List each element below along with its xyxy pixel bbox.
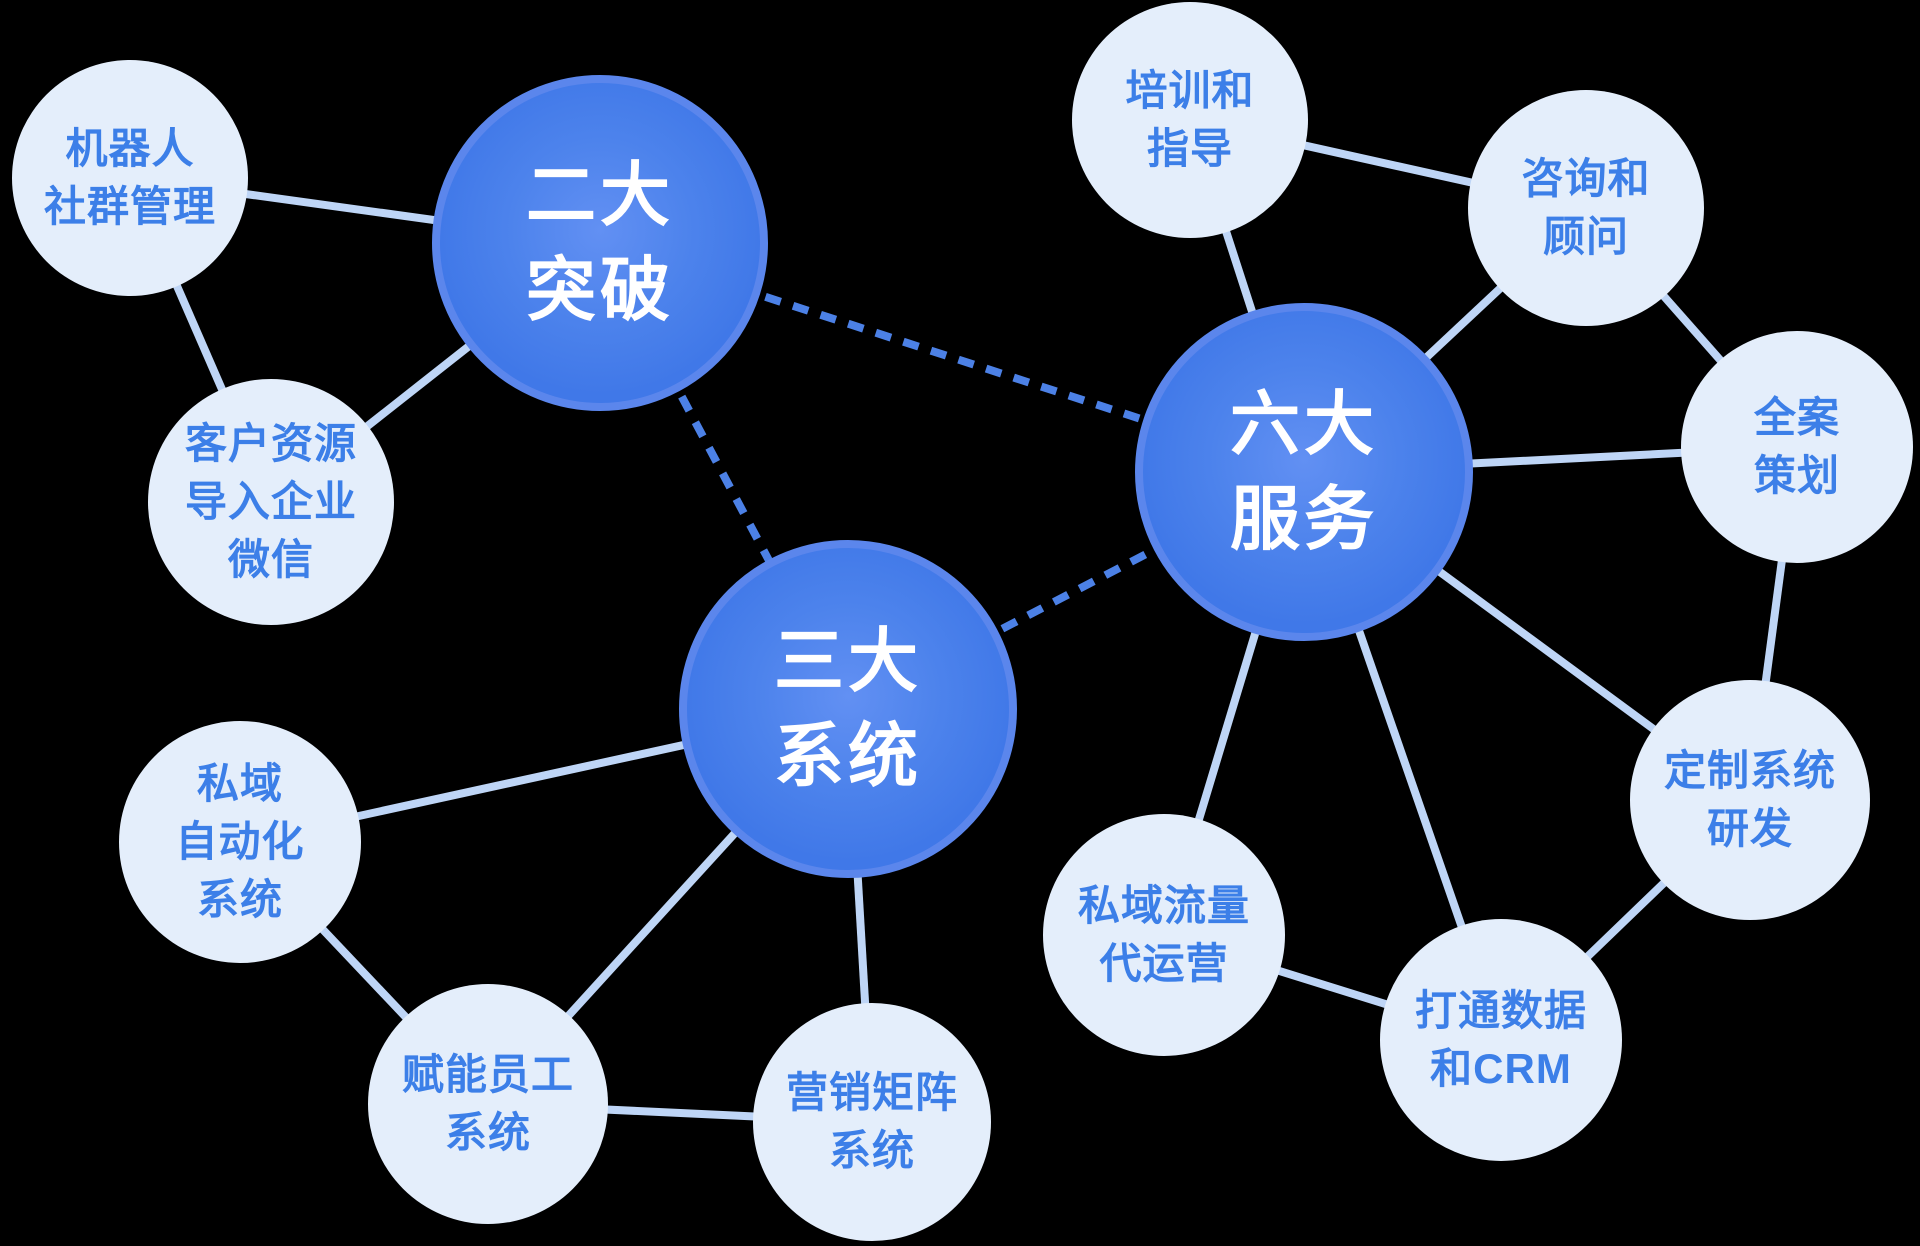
node-label-line: 顾问 — [1542, 213, 1629, 260]
node-label-line: 六大 — [1230, 384, 1378, 463]
node-private-operation: 私域流量代运营 — [1043, 814, 1285, 1056]
node-label-line: 自动化 — [175, 818, 305, 866]
node-label-line: 导入企业 — [184, 478, 357, 526]
node-label-line: 服务 — [1230, 480, 1378, 558]
node-label-line: 咨询和 — [1521, 155, 1651, 203]
node-label-line: 和CRM — [1430, 1045, 1572, 1092]
node-label-line: 微信 — [227, 535, 314, 583]
node-marketing-matrix: 营销矩阵系统 — [753, 1003, 991, 1241]
node-label-line: 客户资源 — [184, 420, 357, 468]
node-label-line: 策划 — [1753, 452, 1840, 499]
node-label-line: 培训和 — [1125, 67, 1255, 115]
node-training-guidance: 培训和指导 — [1072, 2, 1308, 238]
node-label-line: 机器人 — [65, 125, 195, 173]
node-label-line: 全案 — [1753, 394, 1840, 442]
node-label-line: 指导 — [1146, 125, 1233, 172]
node-label-line: 系统 — [444, 1109, 531, 1156]
node-label-line: 定制系统 — [1663, 747, 1836, 795]
node-six-services: 六大服务 — [1135, 303, 1473, 641]
node-label-line: 代运营 — [1099, 940, 1229, 987]
node-label-line: 打通数据 — [1414, 987, 1587, 1035]
node-full-case-planning: 全案策划 — [1681, 331, 1913, 563]
node-label-line: 突破 — [526, 251, 674, 329]
node-employee-system: 赋能员工系统 — [368, 984, 608, 1224]
node-custom-system-rd: 定制系统研发 — [1630, 680, 1870, 920]
node-data-crm: 打通数据和CRM — [1380, 919, 1622, 1161]
node-three-systems: 三大系统 — [679, 540, 1017, 878]
node-label-line: 系统 — [774, 717, 922, 795]
node-label-line: 系统 — [828, 1127, 915, 1174]
node-label-line: 赋能员工 — [401, 1051, 574, 1099]
node-label-line: 系统 — [196, 875, 283, 923]
node-label-line: 私域流量 — [1077, 882, 1250, 930]
node-label-line: 私域 — [196, 760, 283, 808]
node-label-line: 二大 — [526, 155, 674, 234]
node-private-automation: 私域自动化系统 — [119, 721, 361, 963]
node-customer-import: 客户资源导入企业微信 — [148, 379, 394, 625]
node-consulting-advisory: 咨询和顾问 — [1468, 90, 1704, 326]
node-label-line: 社群管理 — [43, 183, 216, 230]
node-two-breakthroughs: 二大突破 — [432, 75, 768, 411]
node-robot-community: 机器人社群管理 — [12, 60, 248, 296]
node-label-line: 三大 — [774, 621, 922, 700]
node-label-line: 营销矩阵 — [785, 1069, 958, 1117]
node-label-line: 研发 — [1706, 805, 1793, 852]
